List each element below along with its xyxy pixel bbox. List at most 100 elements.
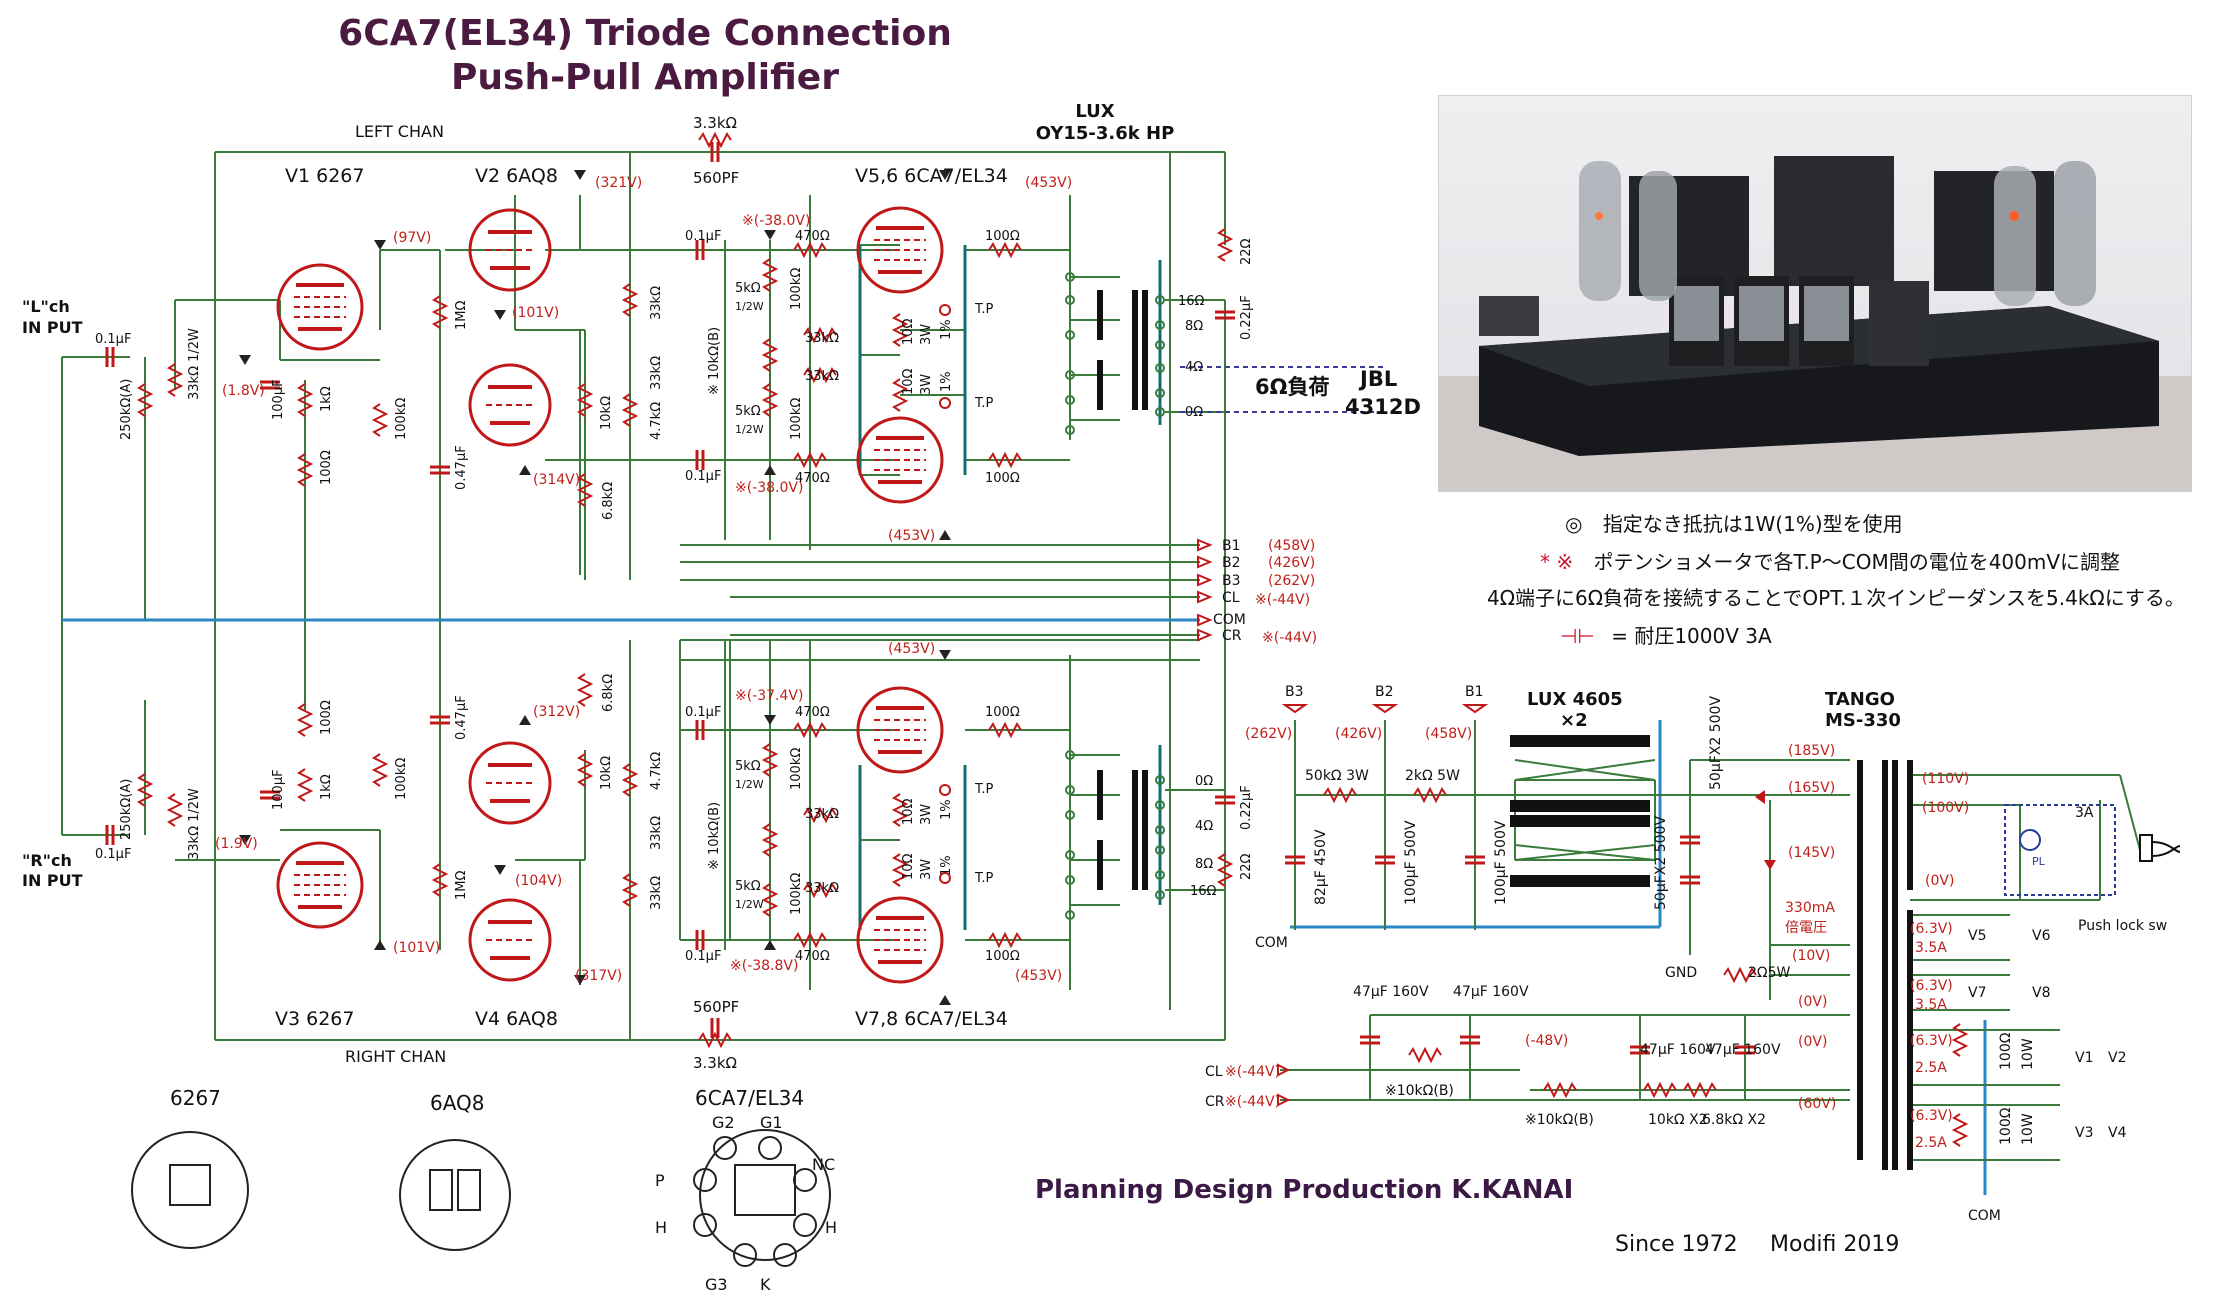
- lbl-c01-r1: 0.1μF: [685, 705, 721, 720]
- lbl-c100u-r: 100μF: [271, 769, 286, 810]
- lbl-r33k3-l: 33kΩ: [649, 356, 664, 390]
- psu-crv: ※(-44V): [1225, 1094, 1280, 1110]
- psu-diodes: [1755, 790, 1776, 870]
- pin-g3: G3: [705, 1275, 728, 1294]
- pilot-lamp-box: [2004, 804, 2116, 896]
- heater-3-r: 100Ω: [1998, 1032, 2014, 1070]
- lbl-c01-l2: 0.1μF: [685, 469, 721, 484]
- lbl-r10-l2: 10Ω: [901, 368, 916, 395]
- tube-v3: [276, 841, 364, 929]
- lbl-r33k-r: 33kΩ 1/2W: [187, 788, 202, 860]
- lbl-r68k-r: 6.8kΩ: [601, 674, 616, 712]
- tube-label-v56: V5,6 6CA7/EL34: [855, 165, 1008, 187]
- lbl-r22-l: 22Ω: [1239, 238, 1254, 265]
- psu-tap145: (145V): [1788, 845, 1835, 861]
- power-plug: [2139, 834, 2181, 862]
- rail-b2v: (426V): [1268, 555, 1315, 571]
- psu-cr: CR: [1205, 1094, 1225, 1110]
- psu-b2: B2: [1375, 684, 1394, 700]
- lbl-r100o-r1: 100Ω: [985, 705, 1020, 720]
- rail-b3: B3: [1222, 573, 1241, 589]
- pin-p: P: [655, 1171, 665, 1190]
- heater-3-t1: V1: [2075, 1050, 2093, 1066]
- lbl-c022-r: 0.22μF: [1239, 785, 1254, 830]
- tube-v4a: [468, 741, 552, 825]
- load-label: 6Ω負荷: [1255, 375, 1329, 399]
- power-transformer: [1857, 760, 1913, 1170]
- v-v4p: (312V): [533, 704, 580, 720]
- heater-4-t2: V4: [2108, 1125, 2127, 1141]
- psu-cl: CL: [1205, 1064, 1223, 1080]
- psu-r225: 2Ω5W: [1748, 965, 1791, 981]
- v-v4low: (317V): [575, 968, 622, 984]
- pinout-6aq8: [399, 1139, 511, 1251]
- pin-k: K: [760, 1275, 771, 1294]
- tube-v2b: [468, 363, 552, 447]
- note-4-text: = 耐圧1000V 3A: [1611, 624, 1772, 648]
- rail-crv: ※(-44V): [1262, 630, 1317, 646]
- lbl-c100u-l: 100μF: [271, 379, 286, 420]
- lbl-t16-l: 16Ω: [1178, 294, 1205, 309]
- lbl-tp-r2: T.P: [974, 871, 994, 886]
- psu-com: COM: [1255, 935, 1288, 951]
- title-line-1: 6CA7(EL34) Triode Connection: [338, 13, 952, 54]
- note-2-text: ポテンショメータで各T.P～COM間の電位を400mVに調整: [1593, 550, 2121, 574]
- psu-c47b: 47μF 160V: [1453, 984, 1529, 1000]
- lbl-r5k-l2: 5kΩ: [735, 404, 761, 419]
- heater-2-t2: V8: [2032, 985, 2050, 1001]
- pinout-label-6aq8: 6AQ8: [430, 1091, 485, 1115]
- lbl-tp-r1: T.P: [974, 782, 994, 797]
- lbl-r100kb-l1: 100kΩ: [789, 268, 804, 310]
- r-input-2: IN PUT: [22, 871, 83, 890]
- com-bus: [62, 618, 1987, 1195]
- tube-label-v2: V2 6AQ8: [475, 165, 558, 187]
- v-v56k: (453V): [888, 528, 935, 544]
- heater-1-t2: V6: [2032, 928, 2051, 944]
- tube-label-v3: V3 6267: [275, 1008, 354, 1030]
- psu-r50k: 50kΩ 3W: [1305, 768, 1369, 784]
- output-transformer-left: [1097, 290, 1148, 410]
- lbl-r33k-tp-l2: 33kΩ: [805, 369, 839, 384]
- tube-label-v4: V4 6AQ8: [475, 1008, 558, 1030]
- l-input-1: "L"ch: [22, 297, 70, 316]
- lbl-r12w-r1: 1/2W: [735, 778, 764, 791]
- lbl-r5k-r1: 5kΩ: [735, 759, 761, 774]
- tp-probes: [939, 304, 951, 884]
- speaker-dashes: [1180, 366, 1385, 413]
- psu-c47c: 47μF 160V: [1640, 1042, 1716, 1058]
- psu-tango-model: MS-330: [1825, 710, 1901, 731]
- l-input-2: IN PUT: [22, 318, 83, 337]
- pilot-lamp: [2019, 829, 2041, 851]
- lbl-r100k-l: 100kΩ: [394, 398, 409, 440]
- lbl-tp-l2: T.P: [974, 396, 994, 411]
- pin-h1: H: [655, 1218, 667, 1237]
- psu-c50a: 50μFX2 500V: [1708, 696, 1724, 790]
- psu-pot1: ※10kΩ(B): [1385, 1083, 1454, 1099]
- measure-markers: [239, 170, 951, 1005]
- credit-line: Planning Design Production K.KANAI: [1035, 1175, 1574, 1205]
- v-v56p: (453V): [1025, 175, 1072, 191]
- psu-tap165: (165V): [1788, 780, 1835, 796]
- psu-pot2: ※10kΩ(B): [1525, 1112, 1594, 1128]
- v-v78g1: ※(-37.4V): [735, 688, 803, 704]
- rail-com: COM: [1213, 612, 1246, 628]
- lbl-r33k-tp-l1: 33kΩ: [805, 331, 839, 346]
- lbl-r22-r: 22Ω: [1239, 853, 1254, 880]
- psu-b3: B3: [1285, 684, 1304, 700]
- lbl-r12w-l2: 1/2W: [735, 423, 764, 436]
- v-v78g2: ※(-38.8V): [730, 958, 798, 974]
- fb-c-bot: 560PF: [693, 998, 739, 1016]
- v-v56g1: ※(-38.0V): [742, 213, 810, 229]
- psu-r2k: 2kΩ 5W: [1405, 768, 1460, 784]
- v-v3k: (1.9V): [215, 836, 258, 852]
- psu-tap0b: (0V): [1798, 1034, 1827, 1050]
- lbl-r100-l: 100Ω: [319, 450, 334, 485]
- lbl-r33k-tp-r2: 33kΩ: [805, 881, 839, 896]
- lbl-r3w-l2: 3W: [919, 374, 934, 395]
- v-v1p: (97V): [393, 230, 431, 246]
- heater-4-r: 100Ω: [1998, 1107, 2014, 1145]
- lbl-r12w-r2: 1/2W: [735, 898, 764, 911]
- lbl-r1p-r2: 1%: [939, 855, 954, 876]
- lbl-r3w-r1: 3W: [919, 804, 934, 825]
- rail-b2: B2: [1222, 555, 1241, 571]
